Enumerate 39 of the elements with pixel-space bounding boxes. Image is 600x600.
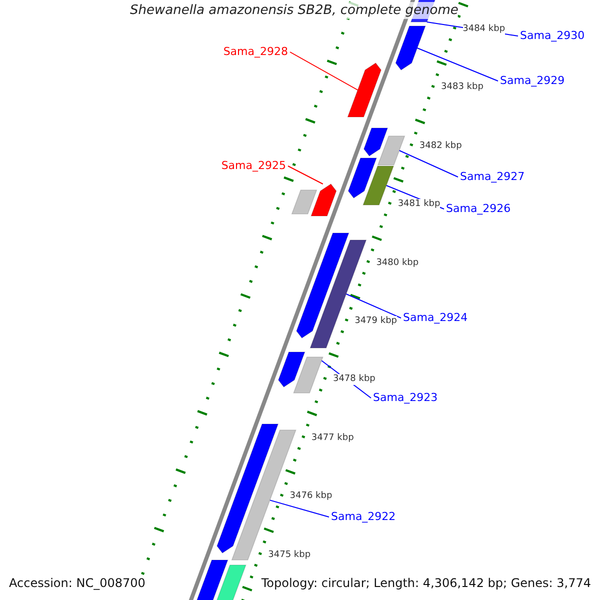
gene-label: Sama_2926 <box>446 202 511 216</box>
leader-line <box>416 48 498 82</box>
gene-feature <box>293 356 324 394</box>
tick-label: 3476 kbp <box>290 491 332 502</box>
leader-line <box>269 500 330 518</box>
gene-label: Sama_2929 <box>500 74 565 88</box>
gene-feature <box>362 166 394 206</box>
gene-feature <box>348 158 378 199</box>
title: Shewanella amazonensis SB2B, complete genome <box>130 2 458 19</box>
leader-line <box>346 294 402 318</box>
gene-feature <box>377 136 406 166</box>
tick-label: 3478 kbp <box>332 374 376 386</box>
gene-label: Sama_2930 <box>520 29 585 43</box>
gene-label: Sama_2924 <box>403 311 468 325</box>
tick-label: 3479 kbp <box>354 316 397 327</box>
tick-label: 3482 kbp <box>419 140 462 152</box>
tick-label: 3477 kbp <box>311 432 354 444</box>
leader-line <box>290 52 358 90</box>
tick-label: 3481 kbp <box>398 199 440 210</box>
gene-label: Sama_2923 <box>373 391 438 405</box>
gene-label: Sama_2922 <box>331 510 396 524</box>
gene-label: Sama_2928 <box>223 45 288 59</box>
gene-feature <box>363 128 388 157</box>
tick-label: 3480 kbp <box>376 258 419 269</box>
leader-line <box>398 150 458 178</box>
tick-label: 3484 kbp <box>462 24 506 35</box>
tick-label: 3475 kbp <box>268 550 311 561</box>
gene-feature <box>296 232 350 339</box>
gene-label: Sama_2925 <box>221 159 286 173</box>
gene-label: Sama_2927 <box>460 170 525 184</box>
genome-stats-text: Topology: circular; Length: 4,306,142 bp; Genes: 3,774 <box>261 575 591 591</box>
gene-feature <box>278 352 306 388</box>
gene-feature <box>310 183 337 216</box>
leader-line <box>288 166 324 184</box>
gene-feature <box>291 190 318 214</box>
tick-label: 3483 kbp <box>441 82 484 94</box>
gene-feature <box>347 62 382 118</box>
gene-feature <box>395 26 426 71</box>
accession-text: Accession: NC_008700 <box>9 575 146 591</box>
